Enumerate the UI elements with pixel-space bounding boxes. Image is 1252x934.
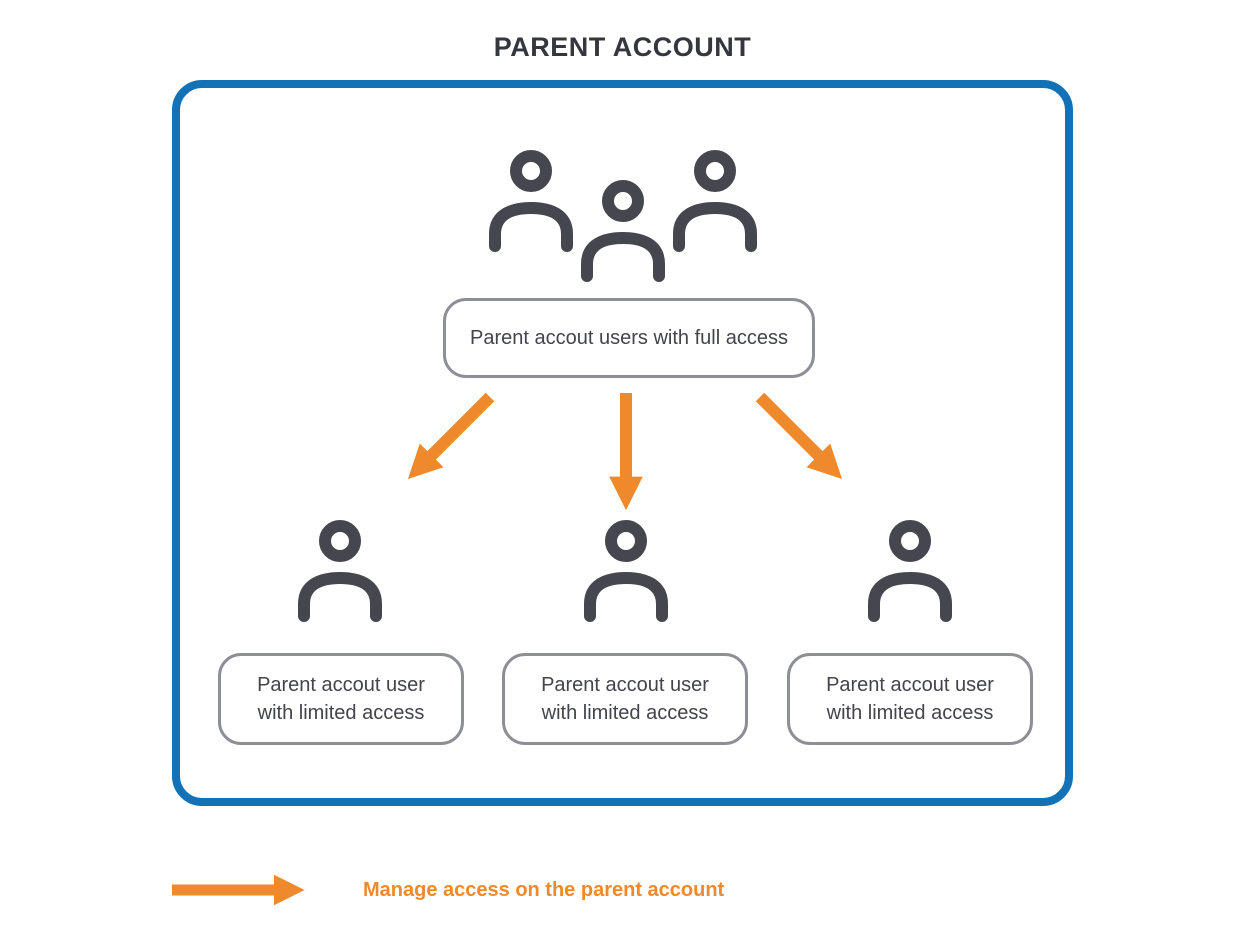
limited-access-label-line: Parent accout user xyxy=(826,674,994,696)
legend-label: Manage access on the parent account xyxy=(363,879,725,901)
person-icon xyxy=(583,520,669,622)
limited-access-node: Parent accout user with limited access xyxy=(787,653,1033,745)
page-title: PARENT ACCOUNT xyxy=(493,32,752,62)
full-access-node: Parent accout users with full access xyxy=(443,298,815,378)
limited-access-node: Parent accout user with limited access xyxy=(218,653,464,745)
full-access-label: Parent accout users with full access xyxy=(470,327,788,349)
limited-access-label-line: Parent accout user xyxy=(257,674,425,696)
legend-arrow-icon xyxy=(172,874,305,906)
limited-access-label-line: with limited access xyxy=(257,702,425,724)
limited-access-label-line: with limited access xyxy=(826,702,994,724)
limited-access-label-line: with limited access xyxy=(541,702,709,724)
person-icon xyxy=(867,520,953,622)
person-icon xyxy=(297,520,383,622)
limited-access-node: Parent accout user with limited access xyxy=(502,653,748,745)
limited-access-label-line: Parent accout user xyxy=(541,674,709,696)
people-group-icon xyxy=(488,150,758,284)
